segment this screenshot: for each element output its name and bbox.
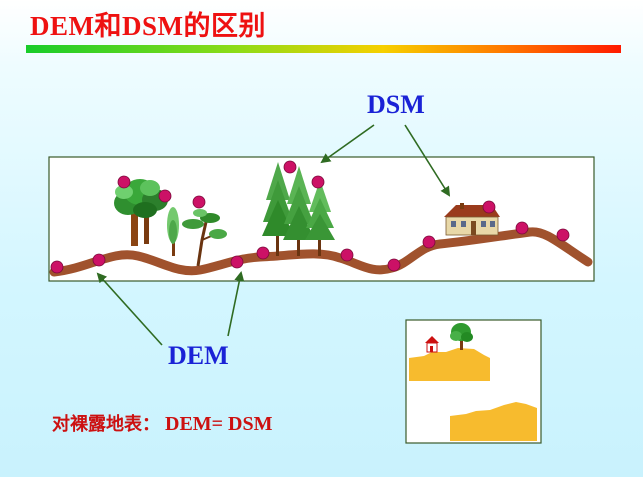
terrain-band	[49, 227, 593, 277]
pink-circle-marker	[482, 200, 496, 214]
dem-arrows	[96, 271, 245, 346]
note-label: 对裸露地表：	[52, 414, 160, 435]
pink-circle-marker	[256, 246, 270, 260]
cross-section-panel	[48, 156, 595, 282]
pink-circle-marker	[50, 260, 64, 274]
pink-circle-marker	[556, 228, 570, 242]
tree-icon	[283, 166, 315, 256]
pink-circle-marker	[117, 175, 131, 189]
dsm-arrow-right	[404, 124, 451, 197]
tree-icon	[167, 207, 179, 256]
pink-circle-marker	[92, 253, 106, 267]
inset-panel	[405, 319, 542, 444]
pink-circle-marker	[515, 221, 529, 235]
dsm-arrow-left	[320, 124, 375, 164]
pink-circle-marker	[230, 255, 244, 269]
pink-circle-marker	[192, 195, 206, 209]
dem-label: DEM	[168, 341, 229, 370]
pink-circle-marker	[311, 175, 325, 189]
house-icon	[425, 336, 439, 353]
tree-icon	[262, 162, 294, 256]
note-formula: DEM= DSM	[165, 413, 273, 435]
tree-icon	[182, 209, 227, 267]
inset-ground-upper	[409, 348, 490, 381]
marker-group	[50, 160, 570, 274]
inset-ground-lower	[450, 402, 537, 441]
pink-circle-marker	[387, 258, 401, 272]
dsm-arrows	[320, 124, 451, 197]
pink-circle-marker	[158, 189, 172, 203]
slide-title: DEM和DSM的区别	[30, 11, 266, 41]
house-icon	[444, 203, 500, 236]
title-underline	[26, 45, 621, 53]
pink-circle-marker	[422, 235, 436, 249]
pink-circle-marker	[340, 248, 354, 262]
dsm-label: DSM	[367, 90, 425, 119]
tree-icon	[450, 323, 473, 350]
dem-arrow-right	[227, 271, 245, 337]
dem-arrow-left	[96, 272, 163, 346]
bare-surface-note: 对裸露地表： DEM= DSM	[52, 410, 273, 439]
tree-icon	[305, 180, 335, 256]
pink-circle-marker	[283, 160, 297, 174]
